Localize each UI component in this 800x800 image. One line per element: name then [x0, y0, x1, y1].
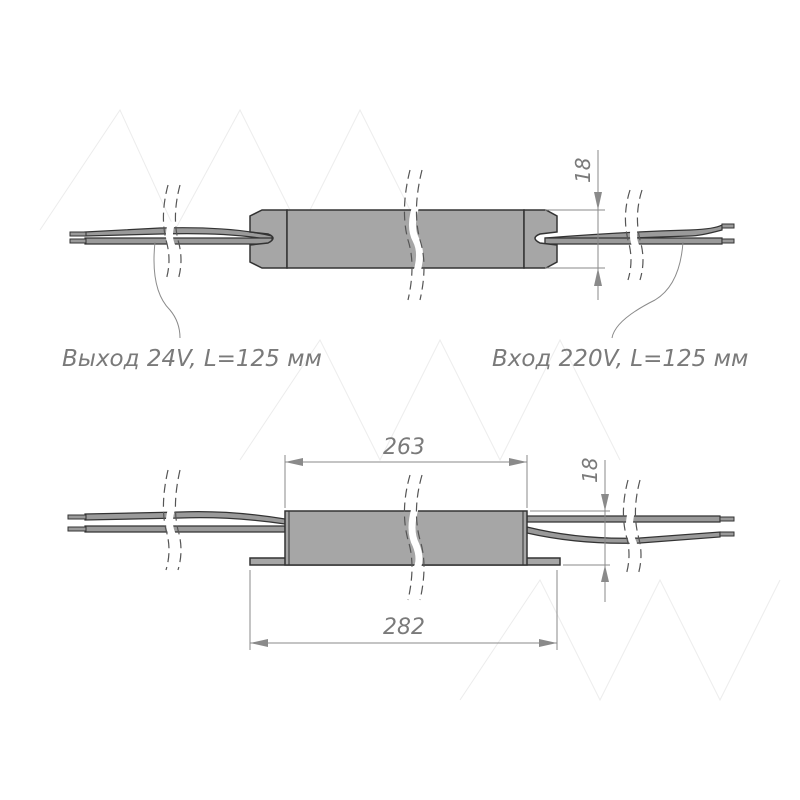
left-end-cap	[249, 209, 288, 269]
left-wire-upper	[84, 511, 286, 525]
right-wire-upper	[526, 515, 721, 523]
right-end-cap	[523, 209, 558, 269]
body-length-dim: 263	[383, 435, 425, 460]
top-view: Выход 24V, L=125 мм Вход 220V, L=125 мм …	[62, 150, 748, 372]
input-label: Вход 220V, L=125 мм	[492, 346, 748, 372]
output-leader	[153, 241, 181, 339]
power-supply-body	[286, 209, 525, 269]
output-label: Выход 24V, L=125 мм	[62, 346, 322, 372]
bottom-view: 263 282 18	[67, 435, 735, 650]
left-wire-lower	[84, 525, 286, 533]
right-wire-lower	[526, 526, 721, 544]
watermark	[39, 108, 781, 702]
input-leader	[611, 241, 684, 339]
top-height-dim: 18	[571, 158, 595, 183]
bottom-height-dim: 18	[578, 458, 602, 483]
total-length-dim: 282	[383, 615, 425, 640]
power-supply-body-side	[284, 510, 528, 566]
